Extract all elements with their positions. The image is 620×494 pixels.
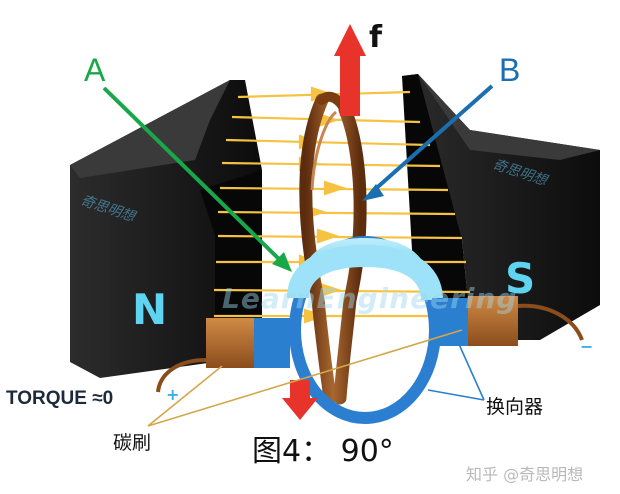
brush-callout	[147, 329, 463, 427]
wire-a-label: A	[84, 52, 106, 88]
brush-label: 碳刷	[113, 432, 152, 454]
source-watermark: 知乎 @奇思明想	[466, 465, 584, 484]
brushes: + −	[156, 296, 593, 404]
south-magnet	[402, 74, 600, 340]
center-watermark: LearnEngineering	[222, 282, 518, 315]
north-magnet	[70, 80, 262, 378]
north-pole-label: N	[132, 285, 168, 334]
svg-text:−: −	[580, 337, 593, 356]
commutator-callout	[427, 341, 485, 401]
force-label: f	[369, 20, 383, 55]
torque-label: TORQUE ≈0	[6, 388, 114, 409]
svg-text:+: +	[166, 385, 179, 404]
south-pole-label: S	[505, 254, 536, 303]
label-b-pointer	[362, 84, 494, 201]
force-arrows	[282, 24, 366, 420]
commutator-label: 换向器	[486, 396, 544, 418]
label-a-pointer	[102, 86, 292, 272]
figure-caption: 图4： 90°	[252, 434, 394, 469]
wire-b-label: B	[499, 52, 521, 88]
